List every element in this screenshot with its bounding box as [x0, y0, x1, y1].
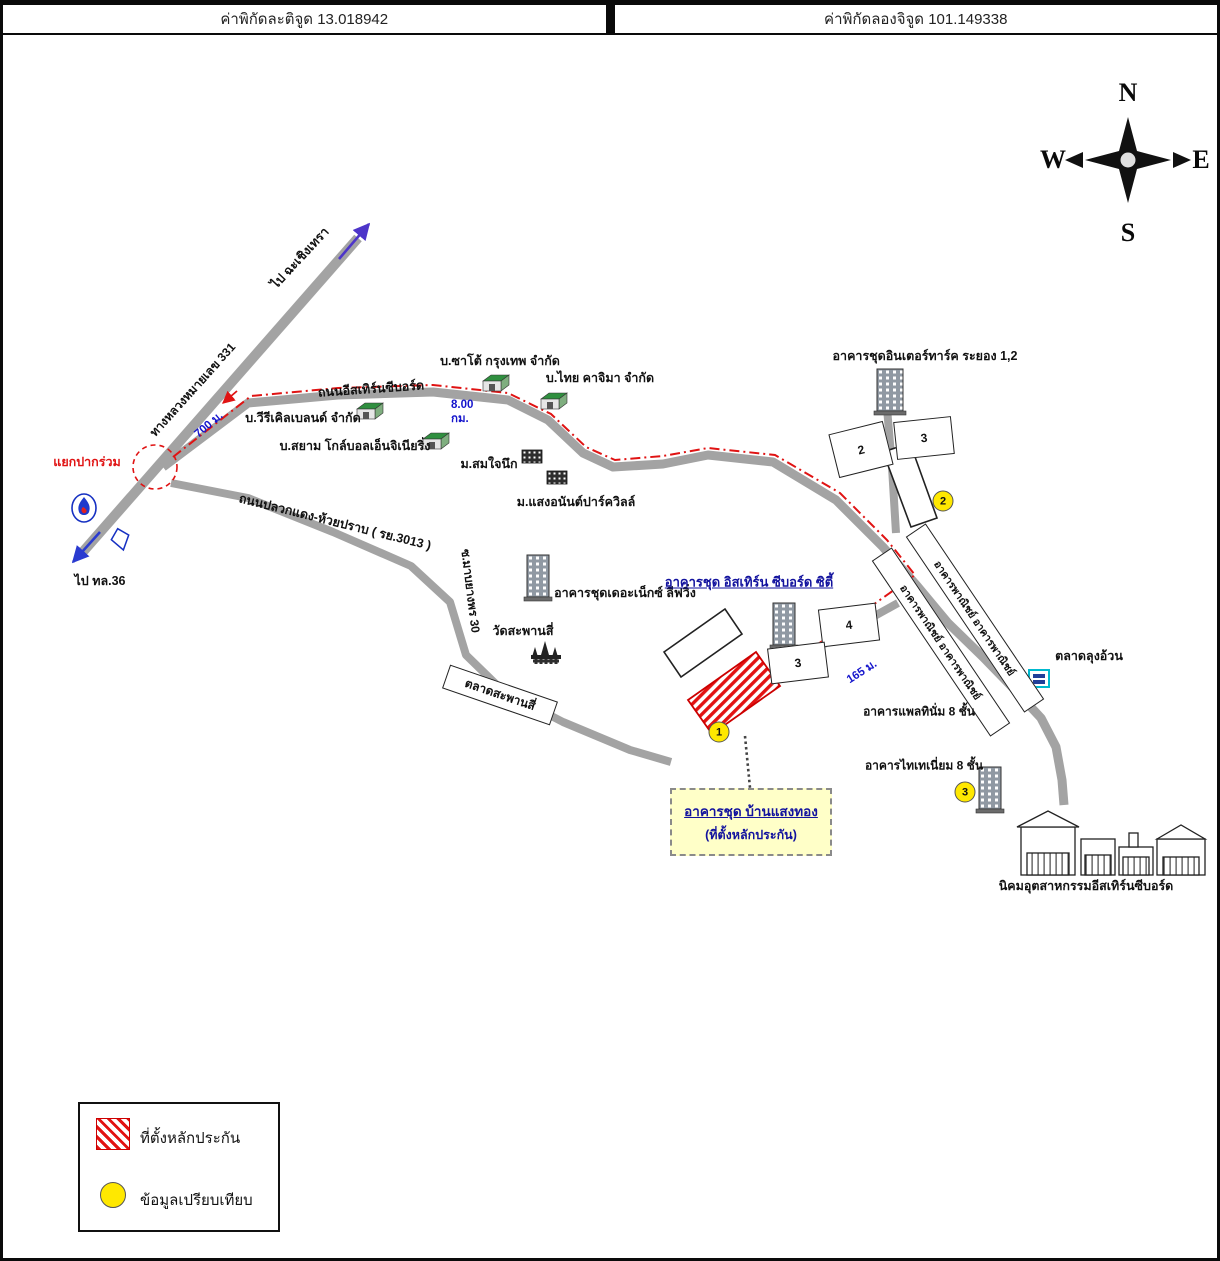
label-distance-700m: 700 ม.: [192, 409, 226, 441]
condo-icon-intertarc: [873, 368, 907, 416]
label-intertarc: อาคารชุดอินเตอร์ทาร์ค ระยอง 1,2: [832, 349, 1018, 363]
map-icons: [71, 368, 1208, 876]
compass-west: W: [1040, 145, 1066, 174]
label-saeng-anan: ม.แสงอนันต์ปาร์ควิลล์: [516, 495, 636, 509]
junction-circle-icon: [132, 444, 178, 490]
warehouse-icon-sato: [482, 374, 510, 392]
road-pluakdaeng-huayprab: [170, 479, 673, 766]
label-distance-165m: 165 ม.: [844, 657, 880, 687]
label-distance-8km: 8.00 กม.: [451, 399, 473, 427]
label-viricle: บ.วีรีเคิลเบลนด์ จำกัด: [245, 411, 361, 425]
condo-icon-esb-city: [769, 602, 799, 650]
distance-8km-value: 8.00: [451, 399, 474, 411]
marker-2: 2: [932, 490, 954, 512]
block-3b: 3: [767, 641, 829, 685]
building-shapes: [662, 441, 939, 789]
label-to-highway-36: ไป ทล.36: [74, 574, 126, 588]
village-icon-somjainuek: [521, 449, 543, 464]
longitude-value: ค่าพิกัดลองจิจูด 101.149338: [824, 11, 1008, 28]
latitude-cell: ค่าพิกัดละติจูด 13.018942: [3, 5, 606, 33]
coordinate-header: ค่าพิกัดละติจูด 13.018942 ค่าพิกัดลองจิจ…: [3, 5, 1217, 35]
warehouse-icon-viricle: [356, 402, 384, 420]
legend: ที่ตั้งหลักประกัน ข้อมูลเปรียบเทียบ: [78, 1102, 280, 1232]
village-icon-saeng-anan: [546, 470, 568, 485]
label-pluakdaeng-road: ถนนปลวกแดง-ห้วยปราบ ( รย.3013 ): [237, 491, 433, 553]
subject-building-hatched: [686, 650, 782, 736]
label-platinum: อาคารแพลทินั่ม 8 ชั้น: [863, 704, 975, 719]
arrow-to-chachoengsao-icon: [338, 222, 371, 260]
warehouse-icon-kajima: [540, 392, 568, 410]
block-2: 2: [828, 420, 894, 479]
label-talat-saphan-si: ตลาดสะพานสี่: [463, 675, 538, 714]
marker-3: 3: [954, 781, 976, 803]
header-divider: [605, 5, 615, 33]
compass-south: S: [1120, 218, 1136, 247]
label-industrial-estate: นิคมอุตสาหกรรมอีสเทิร์นซีบอร์ด: [998, 879, 1174, 893]
comparable-swatch-icon: [100, 1182, 126, 1208]
gas-station-icon: [71, 493, 97, 523]
industrial-estate-icon: [1016, 810, 1208, 876]
map-drawing: [71, 117, 1208, 876]
talat-saphan-si-box: ตลาดสะพานสี่: [442, 664, 558, 726]
subject-role: (ที่ตั้งหลักประกัน): [705, 827, 797, 842]
label-pak-ruam-junction: แยกปากร่วม: [53, 455, 121, 469]
label-wat-saphan-si: วัดสะพานสี่: [492, 624, 554, 638]
block-4: 4: [817, 602, 881, 648]
legend-comparable-label: ข้อมูลเปรียบเทียบ: [140, 1192, 253, 1209]
longitude-cell: ค่าพิกัดลองจิจูด 101.149338: [615, 5, 1218, 33]
route-start-arrow-icon: [222, 390, 238, 404]
subject-callout: อาคารชุด บ้านแสงทอง (ที่ตั้งหลักประกัน): [670, 788, 832, 856]
subject-leader-line: [743, 735, 752, 789]
label-esb-city-condo: อาคารชุด อิสเทิร์น ซีบอร์ด ซิตี้: [664, 574, 834, 590]
temple-icon: [531, 641, 561, 664]
legend-collateral-label: ที่ตั้งหลักประกัน: [140, 1130, 241, 1147]
block-3a: 3: [893, 416, 955, 460]
esb-city-white-building: [662, 607, 744, 679]
label-thai-kajima: บ.ไทย คาจิมา จำกัด: [545, 371, 655, 385]
condo-icon-the-next: [523, 554, 553, 602]
collateral-swatch-icon: [96, 1118, 130, 1150]
latitude-value: ค่าพิกัดละติจูด 13.018942: [220, 11, 389, 28]
compass-rose-icon: [1065, 117, 1191, 203]
arrow-to-highway-36-icon: [71, 531, 101, 564]
label-talat-lung-uan: ตลาดลุงอ้วน: [1055, 649, 1123, 663]
label-sato: บ.ซาโต้ กรุงเทพ จำกัด: [440, 354, 560, 368]
compass-north: N: [1118, 78, 1138, 107]
label-soi-mabyangporn: ซ.มาบยางพร 30: [458, 548, 483, 634]
fuel-brand-icon: [110, 527, 130, 552]
label-siam-global: บ.สยาม โกล์บอลเอ็นจิเนียริ่ง: [279, 439, 431, 453]
label-to-chachoengsao: ไป ฉะเชิงเทรา: [268, 224, 332, 292]
compass-east: E: [1192, 145, 1210, 174]
label-eastern-seaboard-road: ถนนอีสเทิร์นซีบอร์ด: [317, 378, 425, 400]
distance-8km-unit: กม.: [451, 412, 469, 425]
subject-name: อาคารชุด บ้านแสงทอง: [684, 803, 818, 819]
label-somjainuek: ม.สมใจนึก: [460, 457, 518, 471]
label-titanium: อาคารไทเทเนี่ยม 8 ชั้น: [864, 758, 984, 773]
marker-1: 1: [708, 721, 730, 743]
